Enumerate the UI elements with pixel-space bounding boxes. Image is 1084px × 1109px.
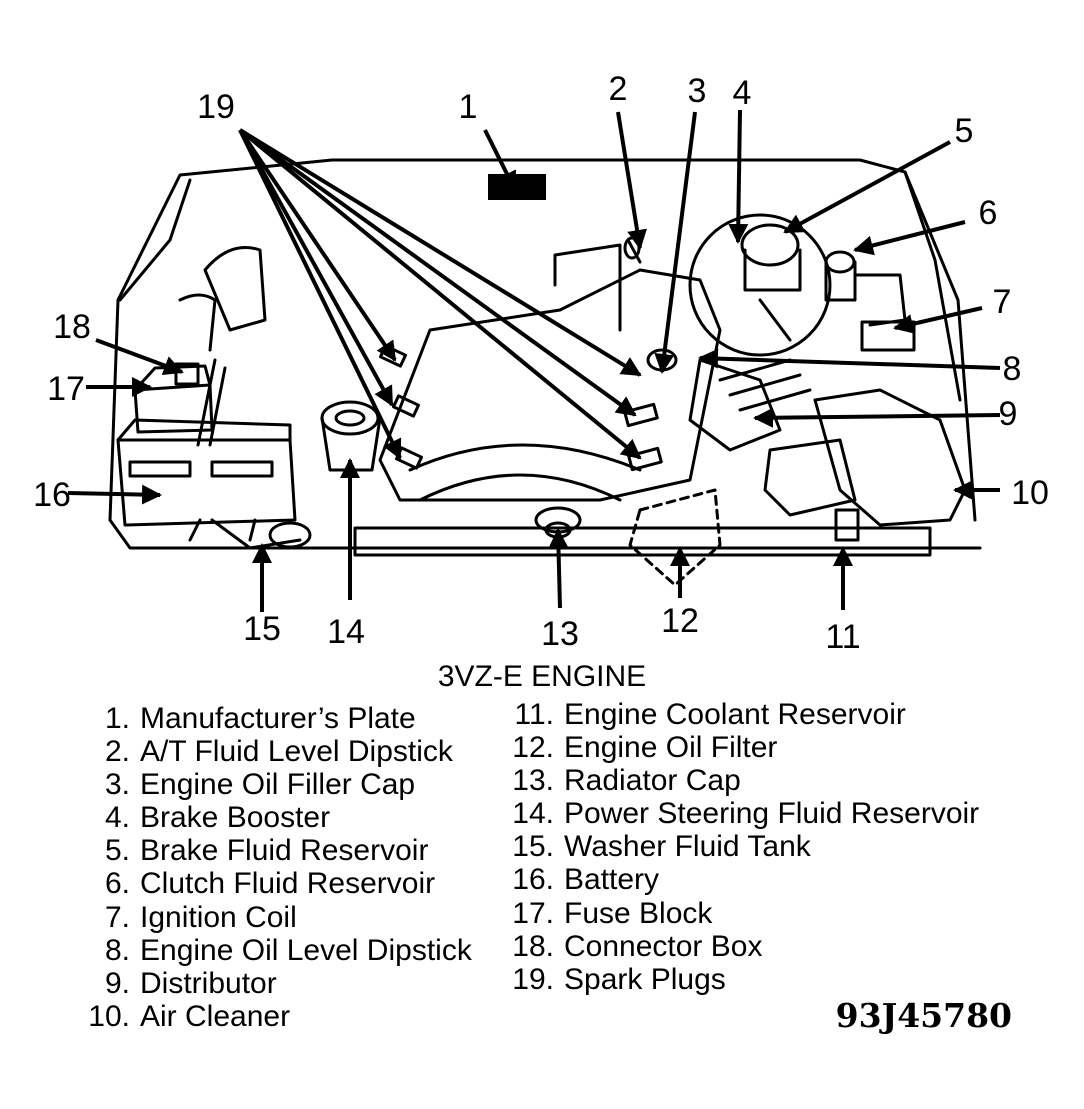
legend-item: 18. Connector Box <box>506 930 979 963</box>
legend-item: 12. Engine Oil Filter <box>506 731 979 764</box>
callout-10: 10 <box>1011 474 1049 512</box>
legend-number: 2. <box>104 735 130 769</box>
legend-number: 6. <box>104 867 130 901</box>
legend-number: 7. <box>104 900 130 934</box>
legend-label: Radiator Cap <box>564 764 741 798</box>
callout-17: 17 <box>47 370 85 408</box>
legend-left-column: 1. Manufacturer’s Plate 2. A/T Fluid Level… <box>82 702 472 1033</box>
legend-item: 15. Washer Fluid Tank <box>506 830 979 863</box>
legend-item: 6. Clutch Fluid Reservoir <box>82 867 472 900</box>
legend-item: 19. Spark Plugs <box>506 963 979 996</box>
legend-number: 16. <box>512 863 554 897</box>
legend-number: 1. <box>104 702 130 735</box>
legend-label: Brake Booster <box>140 801 331 835</box>
legend-label: Spark Plugs <box>564 962 726 996</box>
callout-4: 4 <box>733 74 752 112</box>
legend-item: 17. Fuse Block <box>506 897 979 930</box>
legend-item: 1. Manufacturer’s Plate <box>82 702 472 735</box>
legend-label: Battery <box>564 863 660 897</box>
legend-label: Engine Oil Filler Cap <box>140 768 416 802</box>
legend-number: 19. <box>512 962 554 996</box>
engine-compartment-diagram: 1 2 3 4 5 6 7 8 9 10 11 12 13 14 15 16 1… <box>33 70 1049 656</box>
legend-label: Manufacturer’s Plate <box>140 702 416 735</box>
callout-13: 13 <box>541 615 579 653</box>
legend-item: 5. Brake Fluid Reservoir <box>82 834 472 867</box>
callout-numbers: 1 2 3 4 5 6 7 8 9 10 11 12 13 14 15 16 1… <box>33 70 1049 656</box>
diagram-caption: 3VZ-E ENGINE <box>437 660 647 693</box>
legend-item: 9. Distributor <box>82 967 472 1000</box>
callout-9: 9 <box>999 395 1018 433</box>
callout-16: 16 <box>33 476 71 514</box>
engine-bay-drawing <box>108 158 982 587</box>
legend-label: Washer Fluid Tank <box>564 830 811 864</box>
legend-item: 7. Ignition Coil <box>82 901 472 934</box>
legend-number: 8. <box>104 933 130 967</box>
callout-14: 14 <box>327 613 365 651</box>
legend-number: 12. <box>512 731 554 765</box>
callout-18: 18 <box>53 308 91 346</box>
legend-item: 4. Brake Booster <box>82 801 472 834</box>
legend-right-column: 11. Engine Coolant Reservoir 12. Engine Oi… <box>506 698 979 996</box>
legend-label: Clutch Fluid Reservoir <box>140 867 436 901</box>
legend-number: 14. <box>512 797 554 831</box>
legend-label: Fuse Block <box>564 896 713 930</box>
legend-number: 10. <box>88 999 130 1033</box>
legend-label: Power Steering Fluid Reservoir <box>564 797 980 831</box>
legend-number: 17. <box>512 896 554 930</box>
callout-19: 19 <box>197 88 235 126</box>
legend-number: 13. <box>512 764 554 798</box>
legend-label: Distributor <box>140 966 277 1000</box>
legend-item: 8. Engine Oil Level Dipstick <box>82 934 472 967</box>
callout-1: 1 <box>459 88 478 126</box>
legend-item: 11. Engine Coolant Reservoir <box>506 698 979 731</box>
legend-item: 14. Power Steering Fluid Reservoir <box>506 797 979 830</box>
leader-lines <box>67 109 1001 612</box>
callout-8: 8 <box>1003 350 1022 388</box>
legend-label: Air Cleaner <box>140 999 291 1033</box>
legend-label: Engine Oil Level Dipstick <box>140 933 472 967</box>
legend-number: 15. <box>512 830 554 864</box>
legend-label: Engine Coolant Reservoir <box>564 698 906 731</box>
callout-15: 15 <box>243 610 281 648</box>
legend-number: 3. <box>104 768 130 802</box>
legend-number: 4. <box>104 801 130 835</box>
legend-label: Brake Fluid Reservoir <box>140 834 429 868</box>
callout-5: 5 <box>955 112 974 150</box>
legend-item: 2. A/T Fluid Level Dipstick <box>82 735 472 768</box>
legend-label: Ignition Coil <box>140 900 297 934</box>
legend-label: Connector Box <box>564 929 763 963</box>
callout-3: 3 <box>688 72 707 110</box>
callout-11: 11 <box>825 618 860 656</box>
legend-item: 16. Battery <box>506 863 979 896</box>
legend-label: A/T Fluid Level Dipstick <box>140 735 453 769</box>
legend-number: 5. <box>104 834 130 868</box>
legend-item: 3. Engine Oil Filler Cap <box>82 768 472 801</box>
legend-item: 10. Air Cleaner <box>82 1000 472 1033</box>
legend-label: Engine Oil Filter <box>564 731 778 765</box>
callout-7: 7 <box>993 283 1012 321</box>
legend-number: 11. <box>514 698 554 731</box>
callout-6: 6 <box>979 194 998 232</box>
figure-id: 93J45780 <box>835 996 1012 1035</box>
callout-2: 2 <box>609 70 628 108</box>
legend-number: 18. <box>512 929 554 963</box>
callout-12: 12 <box>661 602 699 640</box>
legend-number: 9. <box>104 966 130 1000</box>
legend-item: 13. Radiator Cap <box>506 764 979 797</box>
